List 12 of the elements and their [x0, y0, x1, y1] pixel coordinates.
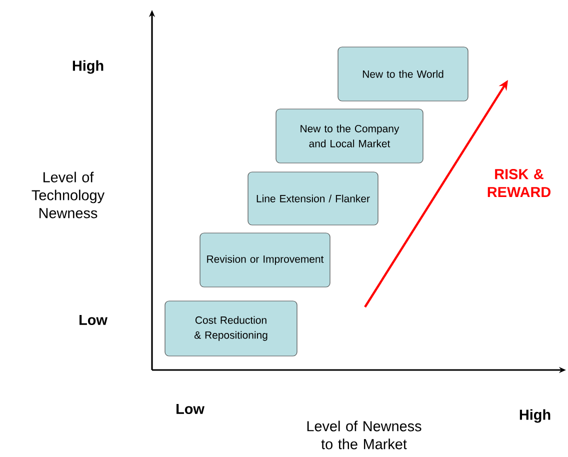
process-box: Line Extension / Flanker — [248, 172, 378, 226]
process-box: Revision or Improvement — [200, 232, 330, 288]
process-box: Cost Reduction & Repositioning — [164, 300, 298, 356]
process-box: New to the World — [338, 46, 468, 102]
process-box: New to the Company and Local Market — [276, 108, 424, 164]
axis-label: Low — [80, 314, 108, 326]
axis-title: Level of Technology Newness — [32, 172, 105, 218]
axis-label: Low — [176, 404, 204, 414]
axis-label: High — [72, 60, 104, 74]
axis-label: High — [520, 409, 550, 423]
arrow-label: RISK & REWARD — [488, 168, 550, 197]
axis-title: Level of Newness to the Market — [307, 420, 422, 450]
